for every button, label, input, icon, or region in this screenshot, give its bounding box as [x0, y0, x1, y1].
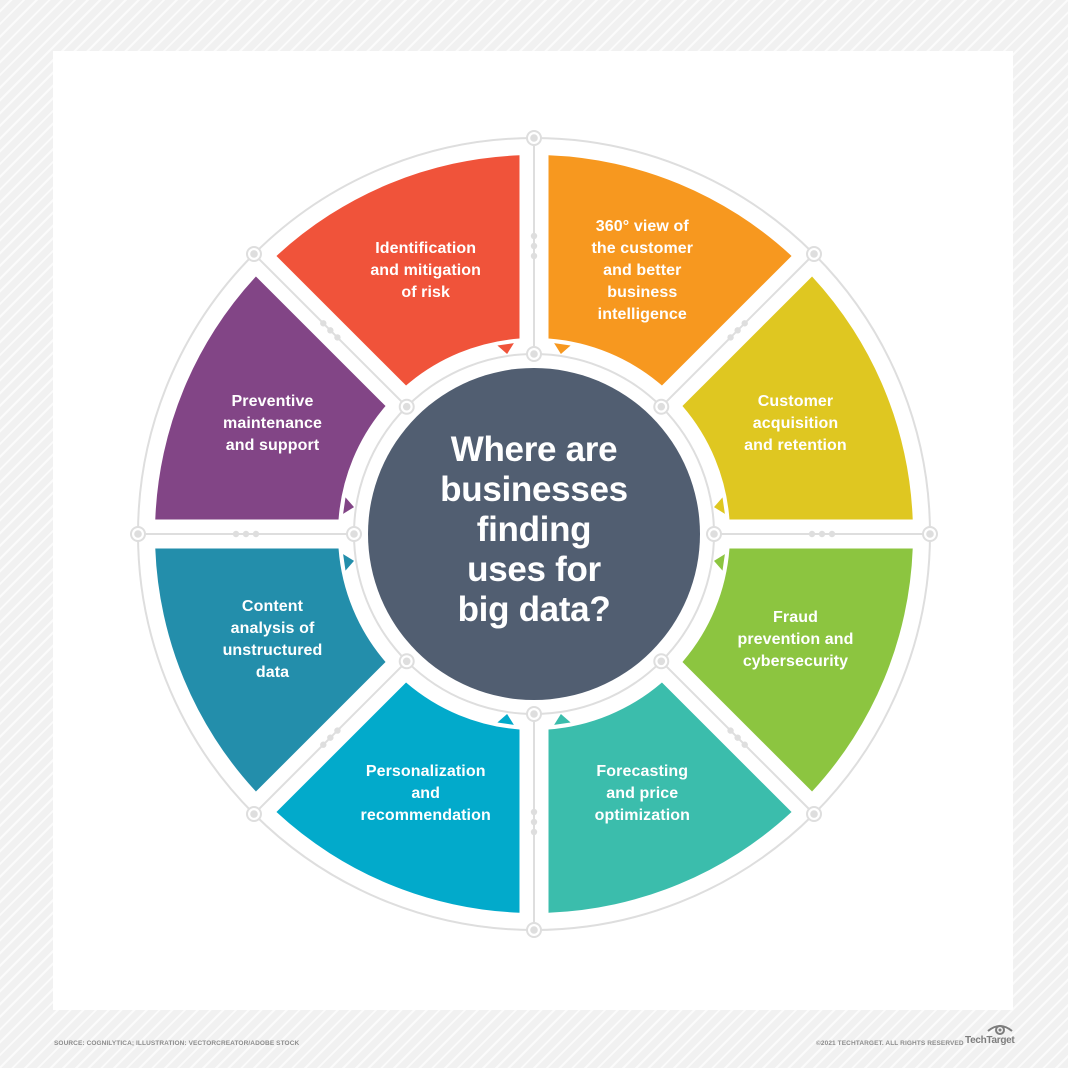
pointer-triangle	[343, 554, 354, 571]
node-dot	[402, 657, 411, 666]
source-credit: SOURCE: COGNILYTICA; ILLUSTRATION: VECTO…	[54, 1040, 300, 1047]
segment-right-upper	[682, 276, 913, 520]
node-dot	[350, 530, 358, 538]
segment-left-upper	[155, 276, 386, 520]
node-dot	[657, 402, 666, 411]
center-title: Where are businesses finding uses for bi…	[440, 430, 628, 629]
spoke-dot	[727, 334, 734, 341]
spoke-dot	[232, 530, 240, 538]
spoke-dot	[327, 327, 334, 334]
node-dot	[926, 530, 934, 538]
node-dot	[250, 250, 258, 258]
pointer-triangle	[497, 714, 514, 725]
node-dot	[134, 530, 142, 538]
segment-label-top-right: 360° view of the customer and better bus…	[591, 217, 694, 323]
node-dot	[530, 134, 538, 142]
node-dot	[402, 402, 411, 411]
node-dot	[530, 710, 538, 718]
spoke-dot	[741, 741, 748, 748]
spoke-dot	[320, 320, 327, 327]
spoke-dot	[828, 530, 836, 538]
spoke-dot	[530, 252, 538, 260]
segment-right-lower	[682, 548, 913, 792]
node-dot	[250, 810, 258, 818]
brand-name: TechTarget	[965, 1035, 1015, 1046]
segment-bottom-left	[276, 682, 520, 913]
segments-group	[155, 155, 913, 913]
pointer-triangle	[554, 343, 571, 354]
node-dot	[810, 810, 818, 818]
spoke-dot	[808, 530, 816, 538]
eye-logo-icon	[987, 1025, 1013, 1035]
center-circle	[368, 368, 700, 700]
segment-label-left-upper: Preventive maintenance and support	[223, 392, 322, 454]
copyright-notice: ©2021 TECHTARGET. ALL RIGHTS RESERVED	[816, 1040, 964, 1047]
segment-label-bottom-left: Personalization and recommendation	[360, 762, 491, 824]
spoke-dot	[741, 320, 748, 327]
node-dot	[530, 926, 538, 934]
segment-label-bottom-right: Forecasting and price optimization	[594, 762, 690, 824]
segment-top-right	[548, 155, 792, 386]
segment-label-left-lower: Content analysis of unstructured data	[222, 598, 323, 682]
segment-top-left	[276, 155, 520, 386]
spoke-dot	[530, 232, 538, 240]
pointer-triangle	[714, 497, 725, 514]
spoke-dot	[334, 334, 341, 341]
pointer-triangle	[343, 497, 354, 514]
spoke-dot	[252, 530, 260, 538]
pointer-triangle	[497, 343, 514, 354]
pointer-triangle	[554, 714, 571, 725]
spoke-dot	[530, 828, 538, 836]
node-dot	[530, 350, 538, 358]
ring-nodes	[130, 130, 938, 938]
spoke-dot	[334, 727, 341, 734]
segment-label-top-left: Identification and mitigation of risk	[370, 239, 482, 301]
spoke-dot	[320, 741, 327, 748]
spoke-dot	[530, 808, 538, 816]
spoke-dot	[327, 734, 334, 741]
spoke-dot	[242, 530, 250, 538]
spoke-dot	[530, 818, 538, 826]
segment-label-right-upper: Customer acquisition and retention	[744, 392, 847, 454]
pointer-triangle	[714, 554, 725, 571]
segment-label-right-lower: Fraud prevention and cybersecurity	[737, 609, 854, 671]
spoke-dot	[734, 327, 741, 334]
spoke-dot	[530, 242, 538, 250]
node-dot	[657, 657, 666, 666]
segment-left-lower	[155, 548, 386, 792]
spoke-dot	[818, 530, 826, 538]
brand-logo: TechTarget	[965, 1022, 1017, 1050]
node-dot	[710, 530, 718, 538]
spoke-dot	[727, 727, 734, 734]
segment-bottom-right	[548, 682, 792, 913]
spoke-dot	[734, 734, 741, 741]
node-dot	[810, 250, 818, 258]
